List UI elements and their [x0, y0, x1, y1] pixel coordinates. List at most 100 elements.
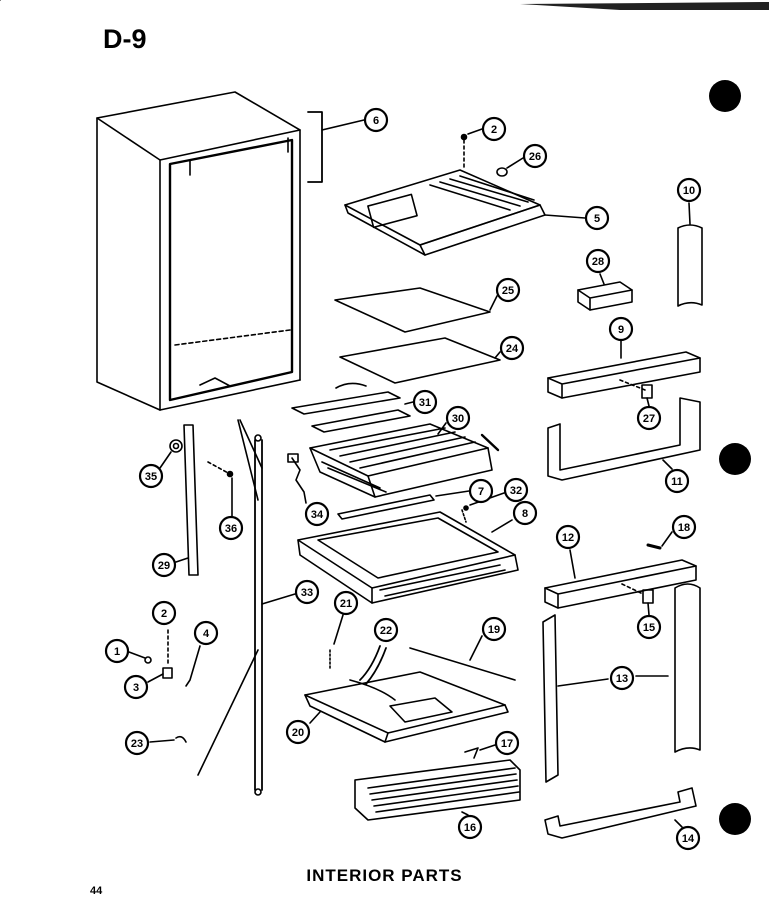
callout-label: 30	[452, 413, 464, 425]
screw-2-head	[460, 133, 468, 141]
callout-label: 18	[678, 522, 690, 534]
leader-11	[662, 459, 673, 470]
callout-25: 25	[495, 277, 521, 303]
callout-label: 35	[145, 471, 157, 483]
leader-26	[506, 157, 524, 169]
leader-24	[494, 351, 501, 359]
leader-5	[544, 214, 586, 219]
callout-19: 19	[481, 616, 507, 642]
scan-edge-artifact	[520, 2, 769, 10]
leader-20	[309, 711, 321, 724]
callout-26: 26	[522, 143, 548, 169]
callout-label: 5	[594, 213, 600, 225]
callout-label: 29	[158, 560, 170, 572]
callout-label: 3	[133, 682, 139, 694]
registration-dot	[719, 803, 751, 835]
leader-3	[147, 673, 164, 683]
wire-19	[409, 647, 516, 681]
rail-29	[183, 424, 199, 576]
callout-17: 17	[494, 730, 520, 756]
shelf-14	[544, 787, 697, 839]
clip-15	[642, 589, 654, 604]
callout-label: 2	[491, 124, 497, 136]
leader-33	[261, 593, 296, 605]
evaporator-30	[309, 423, 493, 498]
callout-5: 5	[584, 205, 610, 231]
callout-16: 16	[457, 814, 483, 840]
leader-2	[467, 128, 483, 135]
screw-36	[207, 461, 231, 475]
diagram-caption: INTERIOR PARTS	[306, 866, 463, 885]
callout-27: 27	[636, 405, 662, 431]
leader-23	[149, 739, 175, 743]
callout-18: 18	[671, 514, 697, 540]
callout-label: 28	[592, 256, 604, 268]
cabinet-liner	[96, 91, 301, 411]
callout-label: 33	[301, 587, 313, 599]
side-panel-13-left	[542, 614, 559, 783]
callout-label: 8	[522, 508, 528, 520]
callout-label: 9	[618, 324, 624, 336]
callout-label: 31	[419, 397, 431, 409]
block-28	[577, 281, 633, 311]
callout-label: 1	[114, 646, 120, 658]
callout-10: 10	[676, 177, 702, 203]
callout-14: 14	[675, 825, 701, 851]
grille-16	[354, 759, 521, 821]
callout-11: 11	[664, 468, 690, 494]
callout-label: 24	[506, 343, 519, 355]
leader-31	[404, 401, 414, 405]
callout-36: 36	[218, 515, 244, 541]
callout-34: 34	[304, 501, 330, 527]
callout-6: 6	[363, 107, 389, 133]
gasket-31	[291, 391, 401, 415]
callout-label: 11	[671, 476, 683, 488]
leader-21	[333, 614, 344, 645]
leader-7	[435, 490, 470, 497]
callout-35: 35	[138, 463, 164, 489]
door-seal-bracket	[307, 111, 323, 183]
callout-32: 32	[503, 477, 529, 503]
callout-15: 15	[636, 614, 662, 640]
leader-30	[437, 422, 447, 435]
callout-label: 27	[643, 413, 655, 425]
callout-label: 4	[203, 628, 210, 640]
side-panel-13-right	[674, 583, 701, 753]
callout-label: 14	[682, 833, 695, 845]
callout-8: 8	[512, 500, 538, 526]
callout-1: 1	[104, 638, 130, 664]
callout-9: 9	[608, 316, 634, 342]
callout-label: 16	[464, 822, 476, 834]
leader-25	[489, 295, 498, 311]
insulation-25	[334, 287, 491, 333]
page-id: D-9	[103, 24, 147, 54]
callout-label: 32	[510, 485, 522, 497]
callout-21: 21	[333, 590, 359, 616]
pin-4	[185, 645, 201, 687]
callout-30: 30	[445, 405, 471, 431]
callout-label: 19	[488, 624, 500, 636]
leader-10	[688, 202, 691, 225]
callout-23: 23	[124, 730, 150, 756]
shelf-9	[547, 351, 701, 399]
registration-dot	[719, 443, 751, 475]
leader-16	[461, 811, 469, 816]
callout-label: 26	[529, 151, 541, 163]
callout-label: 2	[161, 608, 167, 620]
callout-33: 33	[294, 579, 320, 605]
leader-12	[569, 549, 576, 579]
callout-31: 31	[412, 389, 438, 415]
leader-8	[491, 519, 513, 533]
wire-34	[291, 457, 307, 504]
leader-1	[128, 651, 146, 659]
tube-7	[337, 494, 435, 520]
leader-14	[674, 819, 683, 828]
callout-2: 2	[481, 116, 507, 142]
callout-4: 4	[193, 620, 219, 646]
grommet-35	[169, 439, 183, 453]
callout-label: 12	[562, 532, 574, 544]
leader-17	[479, 744, 496, 751]
page-number: 44	[90, 885, 103, 897]
leader-15	[647, 602, 650, 616]
